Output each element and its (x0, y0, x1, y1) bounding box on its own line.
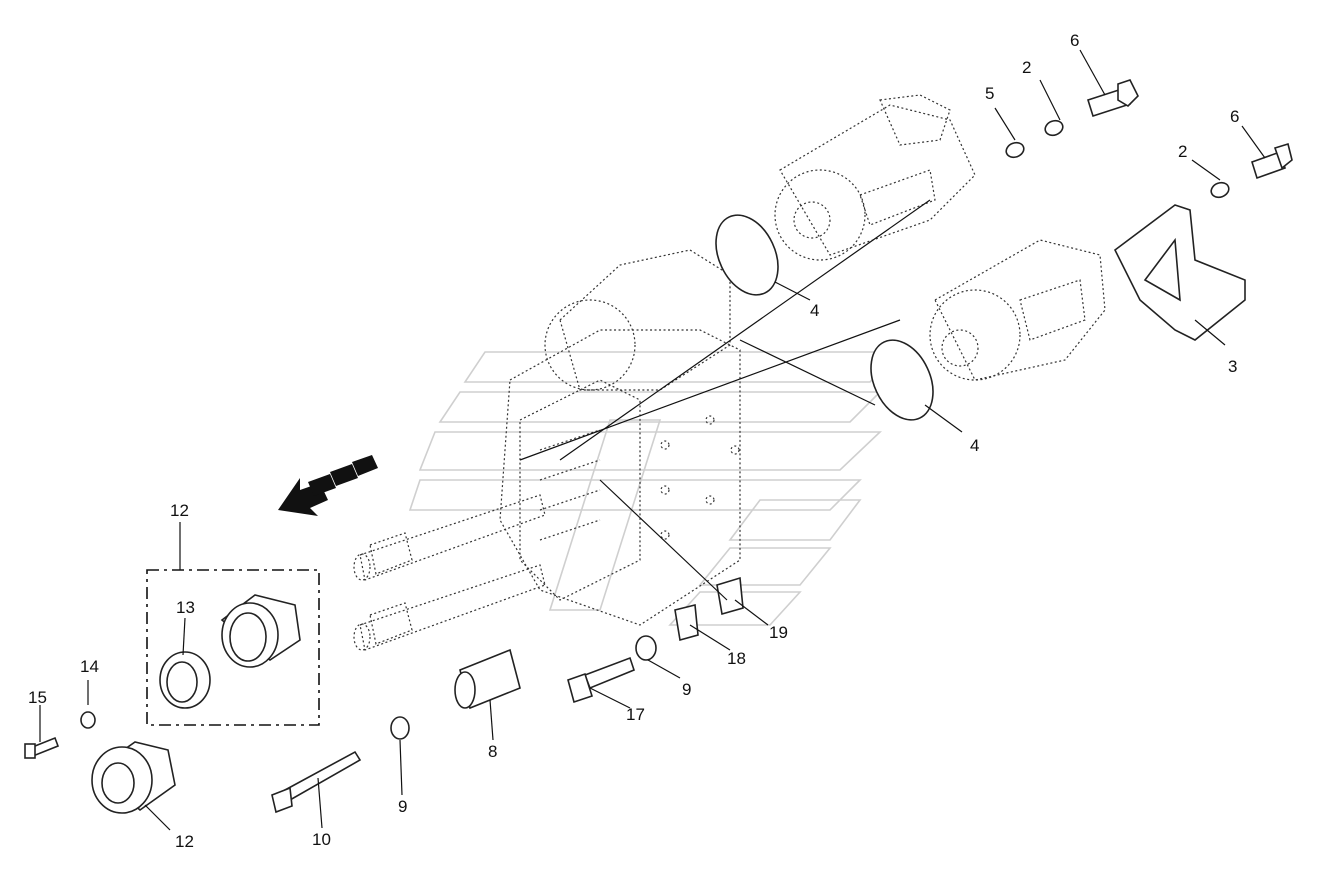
callout-6b: 6 (1230, 107, 1239, 126)
callout-3: 3 (1228, 357, 1237, 376)
o-rings (715, 214, 934, 421)
callout-2a: 2 (1022, 58, 1031, 77)
callout-12b: 12 (175, 832, 194, 851)
callout-8: 8 (488, 742, 497, 761)
callout-4b: 4 (970, 436, 979, 455)
bottom-hardware (24, 576, 744, 814)
kit-12-box (146, 522, 320, 726)
callout-17: 17 (626, 705, 645, 724)
flange-bearing (91, 741, 176, 814)
callout-4a: 4 (810, 301, 819, 320)
callout-2b: 2 (1178, 142, 1187, 161)
lower-motor (929, 239, 1106, 381)
bracket (1113, 204, 1246, 341)
callout-12a: 12 (170, 501, 189, 520)
callout-9a: 9 (398, 797, 407, 816)
callout-9b: 9 (682, 680, 691, 699)
front-direction-arrow-icon (278, 455, 378, 516)
callout-5: 5 (985, 84, 994, 103)
callout-18: 18 (727, 649, 746, 668)
callout-14: 14 (80, 657, 99, 676)
callout-6a: 6 (1070, 31, 1079, 50)
leader-lines (39, 49, 1266, 831)
gearbox-housing (499, 249, 741, 626)
callout-13: 13 (176, 598, 195, 617)
callout-15: 15 (28, 688, 47, 707)
callout-labels: 2 2 3 4 4 5 6 6 8 9 9 10 12 12 13 14 15 … (28, 31, 1239, 851)
top-right-hardware (1005, 79, 1293, 199)
upper-motor (774, 94, 976, 261)
callout-19: 19 (769, 623, 788, 642)
callout-10: 10 (312, 830, 331, 849)
output-shafts (353, 494, 546, 651)
